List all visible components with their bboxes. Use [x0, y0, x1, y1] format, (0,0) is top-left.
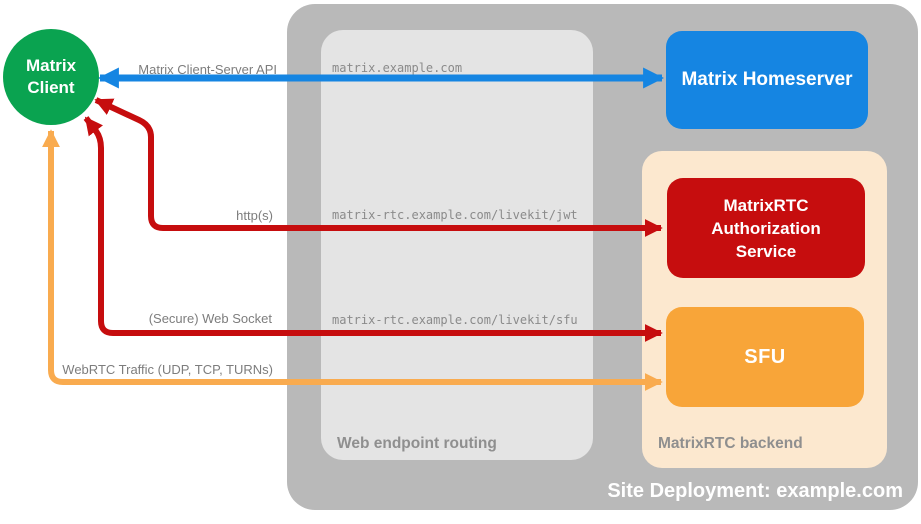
matrixrtc-auth-service-node: MatrixRTC Authorization Service: [667, 178, 865, 278]
matrixrtc-backend-label: MatrixRTC backend: [658, 435, 803, 452]
websocket-arrow-label: (Secure) Web Socket: [148, 311, 272, 326]
matrix-homeserver-label: Matrix Homeserver: [681, 69, 853, 90]
web-endpoint-routing-box: [321, 30, 593, 460]
endpoint-livekit-jwt: matrix-rtc.example.com/livekit/jwt: [332, 208, 578, 222]
matrix-client-node: Matrix Client: [3, 29, 99, 125]
matrix-homeserver-node: Matrix Homeserver: [666, 31, 868, 129]
sfu-node: SFU: [666, 307, 864, 407]
matrixrtc-auth-service-label: MatrixRTC Authorization Service: [711, 195, 821, 261]
webrtc-traffic-arrow-label: WebRTC Traffic (UDP, TCP, TURNs): [62, 362, 273, 377]
web-endpoint-routing-label: Web endpoint routing: [337, 435, 497, 452]
endpoint-livekit-sfu: matrix-rtc.example.com/livekit/sfu: [332, 313, 578, 327]
https-arrow-label: http(s): [236, 208, 273, 223]
site-deployment-label: Site Deployment: example.com: [607, 480, 903, 502]
sfu-label: SFU: [744, 345, 786, 368]
matrix-client-label: Matrix Client: [25, 56, 77, 97]
endpoint-matrix-example-com: matrix.example.com: [332, 61, 463, 75]
client-server-api-arrow-label: Matrix Client-Server API: [138, 62, 277, 77]
